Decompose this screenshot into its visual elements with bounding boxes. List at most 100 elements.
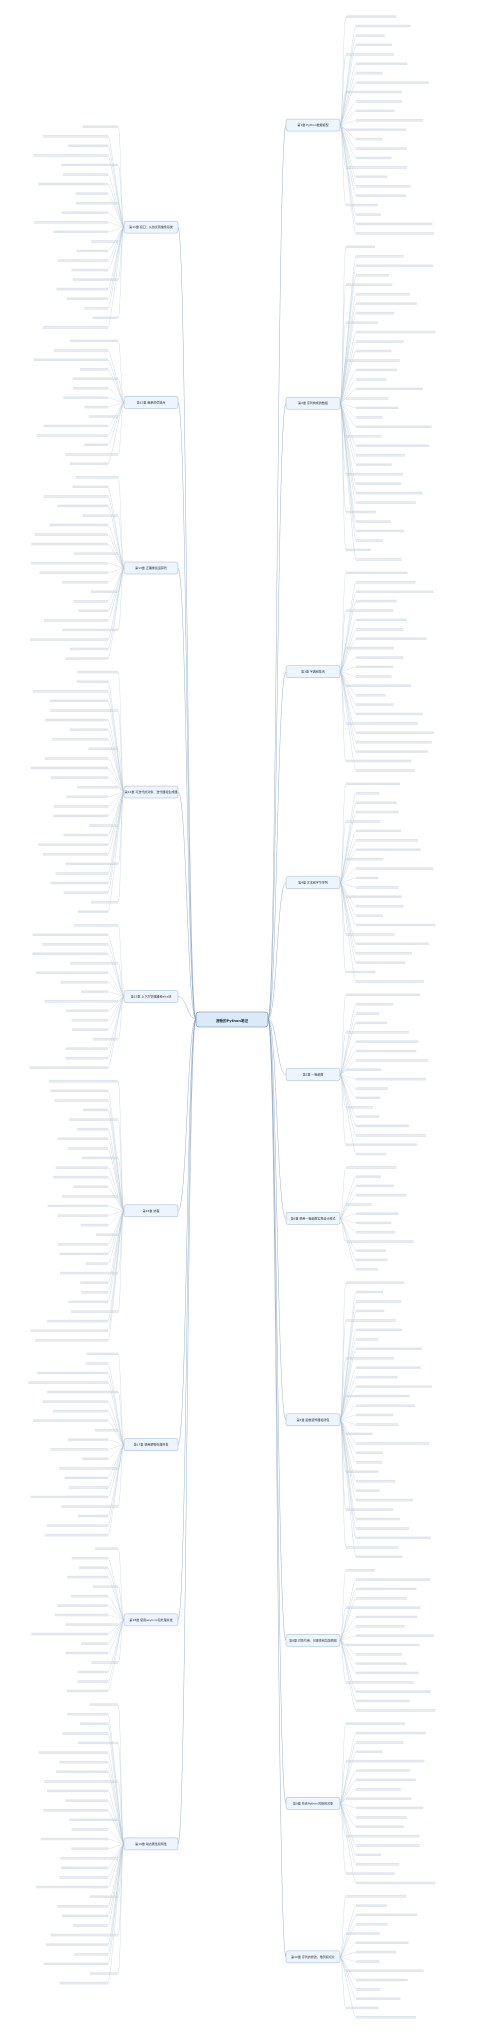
leaf-text-block	[356, 1012, 380, 1014]
leaf-connector	[339, 812, 357, 883]
branch-node[interactable]: 第9章 符合Python风格的对象	[285, 1797, 341, 1810]
branch-node[interactable]: 第2章 序列构成的数组	[285, 397, 341, 410]
leaf-connector	[117, 748, 125, 793]
leaf-text-block	[356, 118, 424, 121]
leaf-connector	[107, 1372, 125, 1445]
leaf-text-block	[35, 1885, 108, 1888]
leaf-connector	[107, 1843, 125, 1955]
leaf-connector	[107, 1615, 125, 1621]
leaf-text-block	[356, 740, 432, 743]
branch-connector	[267, 1018, 287, 1420]
branch-node[interactable]: 第10章 序列的修改、散列和切片	[285, 1950, 341, 1964]
leaf-connector	[339, 1640, 357, 1711]
leaf-text-block	[65, 862, 118, 865]
leaf-connector	[339, 1213, 357, 1219]
branch-node[interactable]: 第11章 接口：从协议到抽象基类	[123, 220, 179, 234]
branch-node[interactable]: 第15章 上下文管理器和else块	[123, 990, 179, 1003]
leaf-text-block	[72, 485, 108, 488]
branch-node[interactable]: 第6章 使用一等函数实现设计模式	[285, 1212, 341, 1225]
branch-node[interactable]: 第18章 使用asyncio包处理并发	[123, 1613, 179, 1627]
leaf-text-block	[356, 1021, 387, 1024]
central-topic[interactable]: 流畅的Python笔记	[195, 1011, 269, 1028]
branch-node[interactable]: 第8章 对象引用、可变性和垃圾回收	[285, 1634, 341, 1647]
leaf-text-block	[61, 163, 118, 166]
branch-node[interactable]: 第3章 字典和集合	[285, 665, 341, 678]
leaf-text-block	[356, 43, 393, 46]
leaf-connector	[107, 991, 125, 997]
branch-node[interactable]: 第16章 协程	[123, 1204, 179, 1218]
leaf-connector	[107, 226, 125, 233]
branch-node[interactable]: 第17章 使用期物处理并发	[123, 1438, 179, 1451]
leaf-text-block	[356, 1816, 408, 1818]
leaf-connector	[117, 1843, 125, 1974]
leaf-connector	[117, 1619, 125, 1663]
leaf-text-block	[356, 1309, 385, 1312]
leaf-text-block	[80, 1722, 108, 1725]
branch-node[interactable]: 第14章 可迭代的对象、迭代器和生成器	[123, 785, 179, 799]
leaf-text-block	[356, 1498, 413, 1501]
leaf-text-block	[29, 1066, 108, 1068]
branch-connector	[177, 226, 197, 1020]
central-topic-box	[195, 1011, 269, 1028]
leaf-connector	[107, 567, 125, 602]
leaf-text-block	[52, 737, 108, 740]
leaf-text-block	[346, 571, 408, 574]
branch-node[interactable]: 第7章 函数装饰器和闭包	[285, 1413, 341, 1427]
leaf-text-block	[356, 330, 436, 333]
branch-node[interactable]: 第1章 Python数据模型	[285, 118, 341, 132]
leaf-text-block	[346, 1969, 424, 1972]
leaf-text-block	[356, 618, 407, 621]
leaf-text-block	[346, 1546, 399, 1548]
branch-connector	[267, 1018, 287, 1641]
branch-node[interactable]: 第19章 动态属性和特性	[123, 1837, 179, 1851]
leaf-connector	[339, 1218, 357, 1261]
branch-connector	[267, 124, 287, 1020]
branch-node[interactable]: 第4章 文本和字节序列	[285, 876, 341, 889]
leaf-connector	[339, 1733, 357, 1804]
leaf-connector	[339, 1598, 357, 1641]
leaf-text-block	[31, 542, 108, 545]
branch-label: 第16章 协程	[143, 1208, 160, 1213]
leaf-text-block	[77, 1514, 108, 1517]
leaf-connector	[107, 972, 125, 997]
leaf-connector	[339, 360, 347, 404]
leaf-text-block	[356, 1249, 386, 1251]
leaf-text-block	[356, 273, 389, 276]
leaf-text-block	[80, 1281, 108, 1284]
leaf-text-block	[356, 1221, 392, 1224]
leaf-connector	[339, 1798, 347, 1804]
leaf-text-block	[65, 1799, 108, 1801]
leaf-text-block	[47, 1319, 108, 1322]
leaf-connector	[339, 1419, 357, 1539]
branch-label: 第15章 上下文管理器和else块	[131, 994, 172, 999]
leaf-text-block	[57, 1214, 108, 1216]
leaf-text-block	[356, 539, 384, 541]
leaf-connector	[107, 397, 125, 403]
leaf-text-block	[75, 192, 108, 194]
branch-node[interactable]: 第12章 继承的优缺点	[123, 396, 179, 409]
leaf-text-block	[356, 1134, 427, 1136]
leaf-text-block	[28, 1381, 108, 1383]
leaf-text-block	[356, 1769, 411, 1771]
leaf-text-block	[346, 1797, 412, 1799]
branch-label: 第11章 接口：从协议到抽象基类	[129, 224, 173, 229]
leaf-text-block	[63, 173, 108, 175]
leaf-text-block	[30, 1495, 108, 1498]
leaf-text-block	[356, 1002, 394, 1005]
leaf-connector	[107, 934, 125, 997]
leaf-text-block	[50, 1089, 108, 1092]
leaf-text-block	[356, 665, 394, 668]
leaf-text-block	[346, 1319, 396, 1321]
branch-label: 第6章 使用一等函数实现设计模式	[291, 1215, 336, 1220]
branch-node[interactable]: 第13章 正确重载运算符	[123, 561, 179, 575]
branch-node[interactable]: 第5章 一等函数	[285, 1068, 341, 1081]
leaf-text-block	[356, 1960, 380, 1962]
leaf-text-block	[346, 203, 379, 206]
leaf-text-block	[71, 1828, 108, 1830]
branch-box	[285, 1413, 341, 1427]
leaf-connector	[339, 1751, 357, 1804]
leaf-connector	[339, 120, 357, 126]
leaf-text-block	[356, 1049, 417, 1052]
leaf-connector	[107, 1444, 125, 1517]
leaf-text-block	[69, 728, 108, 730]
